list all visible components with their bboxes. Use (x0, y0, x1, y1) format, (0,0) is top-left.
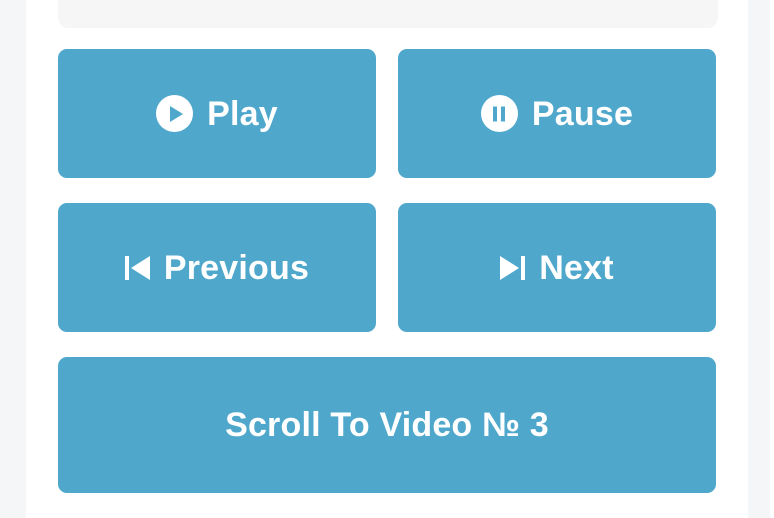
pause-button-label: Pause (531, 94, 634, 133)
controls-row-navigation: Previous Next (58, 203, 716, 332)
pause-button[interactable]: Pause (398, 49, 716, 178)
play-button-label: Play (207, 94, 278, 133)
next-button-label: Next (539, 248, 614, 287)
previous-button[interactable]: Previous (58, 203, 376, 332)
player-controls: Play Pause Previous (58, 49, 716, 493)
controls-row-playback: Play Pause (58, 49, 716, 178)
scroll-to-video-button-label: Scroll To Video № 3 (225, 406, 549, 444)
next-button[interactable]: Next (398, 203, 716, 332)
skip-previous-icon (124, 254, 150, 282)
top-partial-panel (58, 0, 718, 28)
previous-button-label: Previous (163, 248, 310, 287)
play-circle-icon (156, 95, 194, 132)
scroll-to-video-button[interactable]: Scroll To Video № 3 (58, 357, 716, 493)
pause-circle-icon (480, 95, 518, 132)
play-button[interactable]: Play (58, 49, 376, 178)
skip-next-icon (500, 254, 526, 282)
controls-row-scroll: Scroll To Video № 3 (58, 357, 716, 493)
scrollbar-gutter[interactable] (770, 0, 774, 518)
content-card: Play Pause Previous (26, 0, 748, 518)
